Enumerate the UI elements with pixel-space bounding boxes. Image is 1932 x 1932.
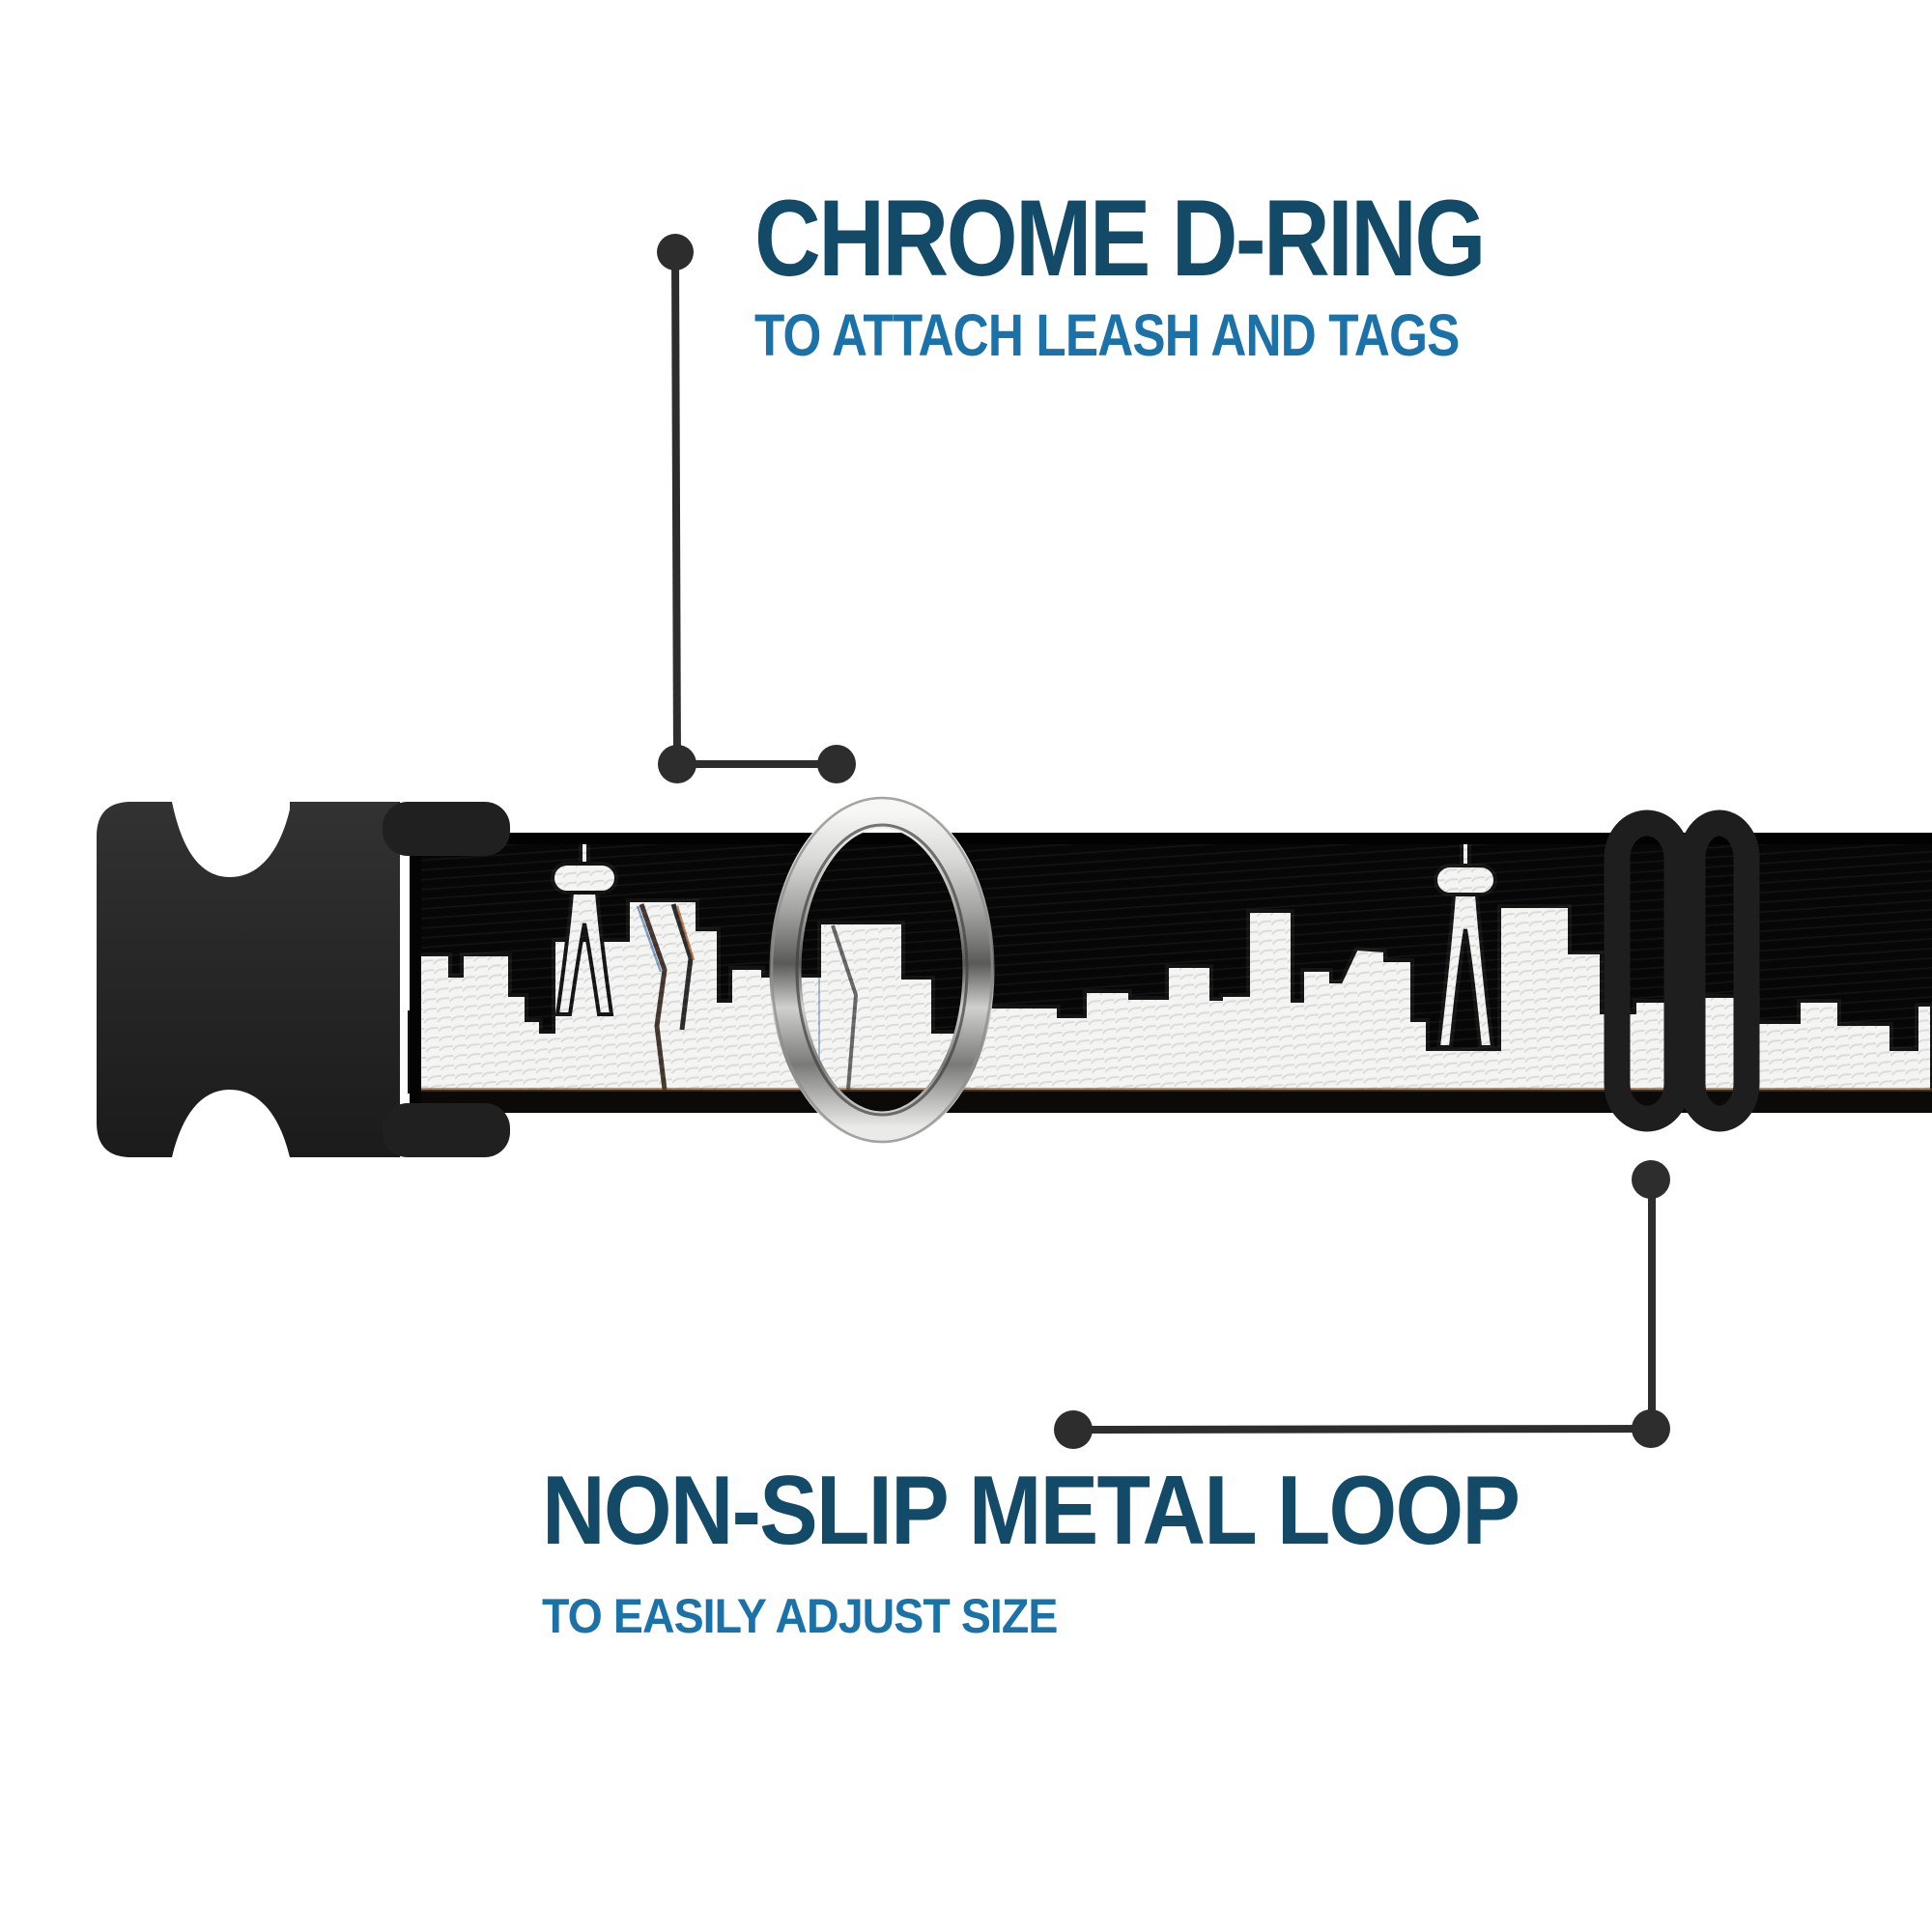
callout-bottom-target-dot [1632,1160,1670,1199]
callout-top-title: CHROME D-RING [754,178,1486,298]
buckle-bottom-rail [383,1103,510,1157]
callout-top-corner-dot [658,745,696,783]
callout-top-end-dot [657,234,694,270]
plastic-buckle [97,802,510,1157]
callout-top-target-dot [817,745,856,783]
buckle-body [97,802,400,1157]
callout-bottom-title: NON-SLIP METAL LOOP [542,1457,1520,1565]
callout-bottom-end-dot [1054,1410,1093,1449]
buckle-top-rail [383,802,510,856]
callout-bottom-connector [1054,1160,1670,1449]
webbing-bottom-fringe [410,1088,1932,1093]
chrome-d-ring [769,796,995,1144]
callout-top-connector [657,234,856,783]
webbing-left-edge [410,833,421,1113]
callout-top-subtitle: TO ATTACH LEASH AND TAGS [754,302,1460,368]
callout-bottom-subtitle: TO EASILY ADJUST SIZE [542,1589,1058,1643]
callout-bottom-corner-dot [1632,1409,1670,1448]
webbing-bottom-braid-edge [410,1092,1932,1113]
webbing-top-braid-edge [410,833,1932,844]
metal-slide-loop [1604,810,1760,1132]
